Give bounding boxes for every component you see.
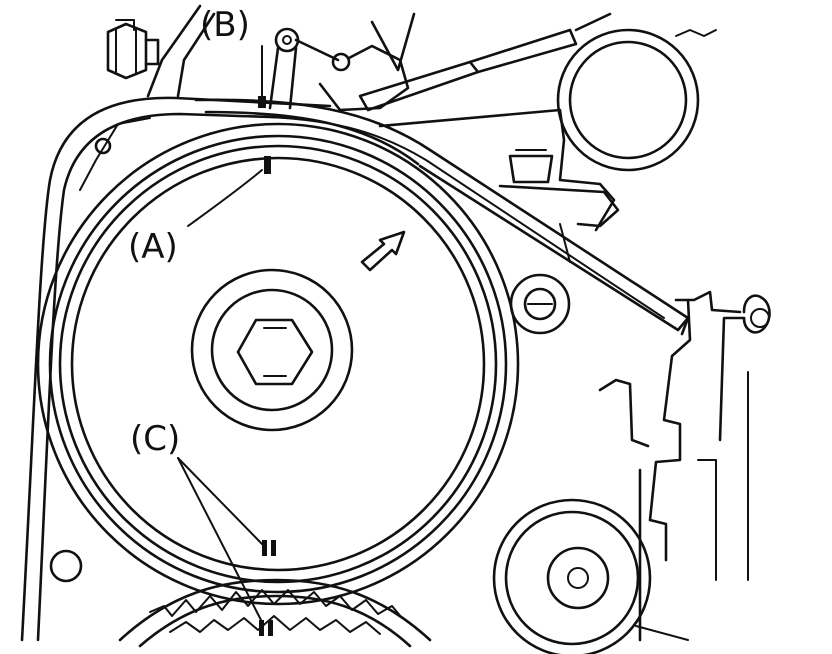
camshaft-sprocket [58, 144, 498, 584]
adjuster-rod [358, 60, 480, 112]
alignment-mark-c-upper [262, 540, 276, 556]
rotation-direction-arrow [360, 230, 406, 272]
alignment-mark-c-lower [259, 620, 273, 636]
leader-line-c-lower [177, 457, 263, 623]
timing-belt [36, 98, 690, 606]
belt-cover-outline [20, 96, 332, 642]
tensioner-roller [509, 273, 571, 335]
cover-bolt-hole-bottom [49, 549, 83, 583]
bottom-idler-pulley [492, 498, 689, 654]
crankshaft-sprocket [118, 578, 432, 648]
top-right-idler-pulley [556, 28, 700, 172]
label-a: (A) [128, 227, 178, 267]
alignment-mark-b [258, 96, 266, 108]
leader-line-a [187, 169, 263, 227]
label-c: (C) [130, 419, 180, 459]
leader-line-c-upper [177, 457, 263, 545]
housing-bolt-hole-right [750, 308, 770, 328]
sprocket-center-bolt [236, 318, 314, 386]
upper-engine-parts [106, 4, 717, 263]
alignment-mark-a [264, 156, 271, 174]
top-left-bolt [106, 19, 160, 80]
label-b: (B) [200, 5, 250, 45]
cover-bolt-hole-top [94, 137, 112, 155]
right-housing [598, 290, 771, 642]
